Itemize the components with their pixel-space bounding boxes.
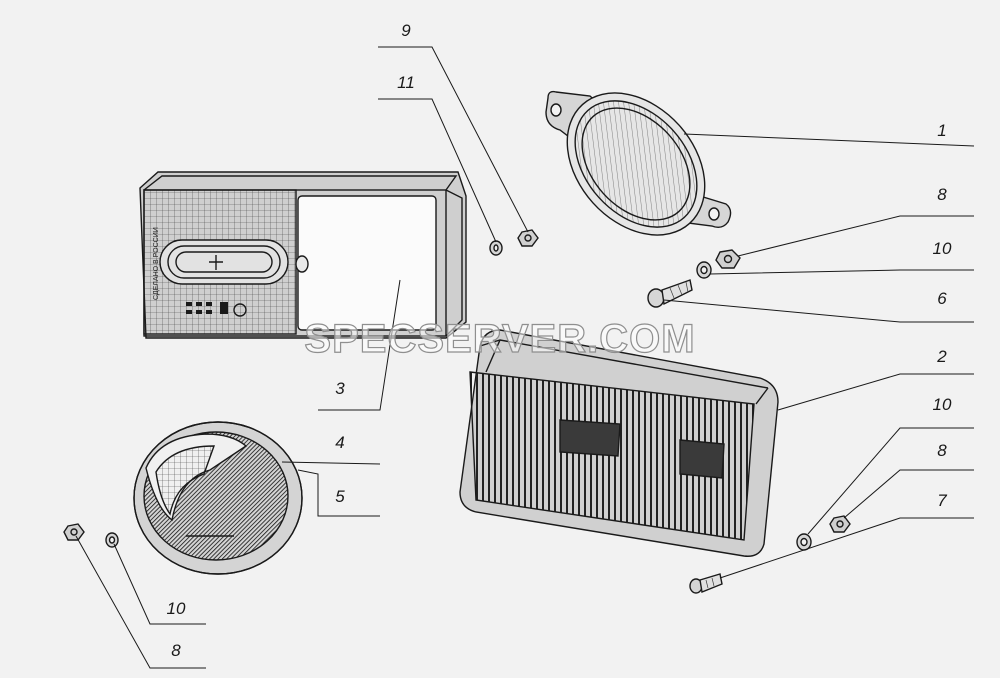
washer-11 bbox=[489, 240, 503, 256]
callout-8-middle: 8 bbox=[937, 441, 947, 460]
round-lamp-parts-4-5 bbox=[133, 421, 303, 575]
callout-8-upper: 8 bbox=[937, 185, 947, 204]
lamp-part-2 bbox=[459, 329, 779, 557]
callout-6: 6 bbox=[937, 289, 947, 308]
callout-8-lower: 8 bbox=[171, 641, 181, 660]
callout-4: 4 bbox=[335, 433, 344, 452]
watermark-text: SPECSERVER.COM bbox=[304, 317, 695, 361]
reflector-part-1 bbox=[545, 90, 732, 236]
nut-9 bbox=[517, 229, 539, 247]
washer-10-left bbox=[105, 532, 119, 548]
callout-10-middle: 10 bbox=[933, 395, 952, 414]
callout-11: 11 bbox=[397, 73, 415, 92]
screw-7 bbox=[689, 573, 723, 594]
callout-2: 2 bbox=[936, 347, 947, 366]
callout-7: 7 bbox=[937, 491, 947, 510]
callout-numbers: 9 11 1 8 10 6 2 3 4 5 10 8 7 10 8 bbox=[167, 21, 952, 660]
callout-9-upper: 9 bbox=[401, 21, 411, 40]
screw-6 bbox=[647, 279, 693, 308]
nut-8-left bbox=[63, 523, 85, 541]
lamp-part-3: СДЕЛАНО В РОССИИ bbox=[139, 171, 467, 339]
lamp-marking-text: СДЕЛАНО В РОССИИ bbox=[153, 227, 160, 300]
callout-3: 3 bbox=[335, 379, 345, 398]
callout-10-upper: 10 bbox=[933, 239, 952, 258]
nut-8-lower bbox=[829, 515, 851, 533]
washer-10-upper bbox=[696, 261, 712, 279]
lamp-embossed-symbols bbox=[186, 302, 247, 317]
callout-10-lower: 10 bbox=[167, 599, 186, 618]
washer-10-lower bbox=[796, 533, 812, 551]
nut-8-upper bbox=[715, 249, 741, 269]
callout-1: 1 bbox=[937, 121, 946, 140]
callout-5: 5 bbox=[335, 487, 345, 506]
leader-lines bbox=[75, 46, 975, 669]
